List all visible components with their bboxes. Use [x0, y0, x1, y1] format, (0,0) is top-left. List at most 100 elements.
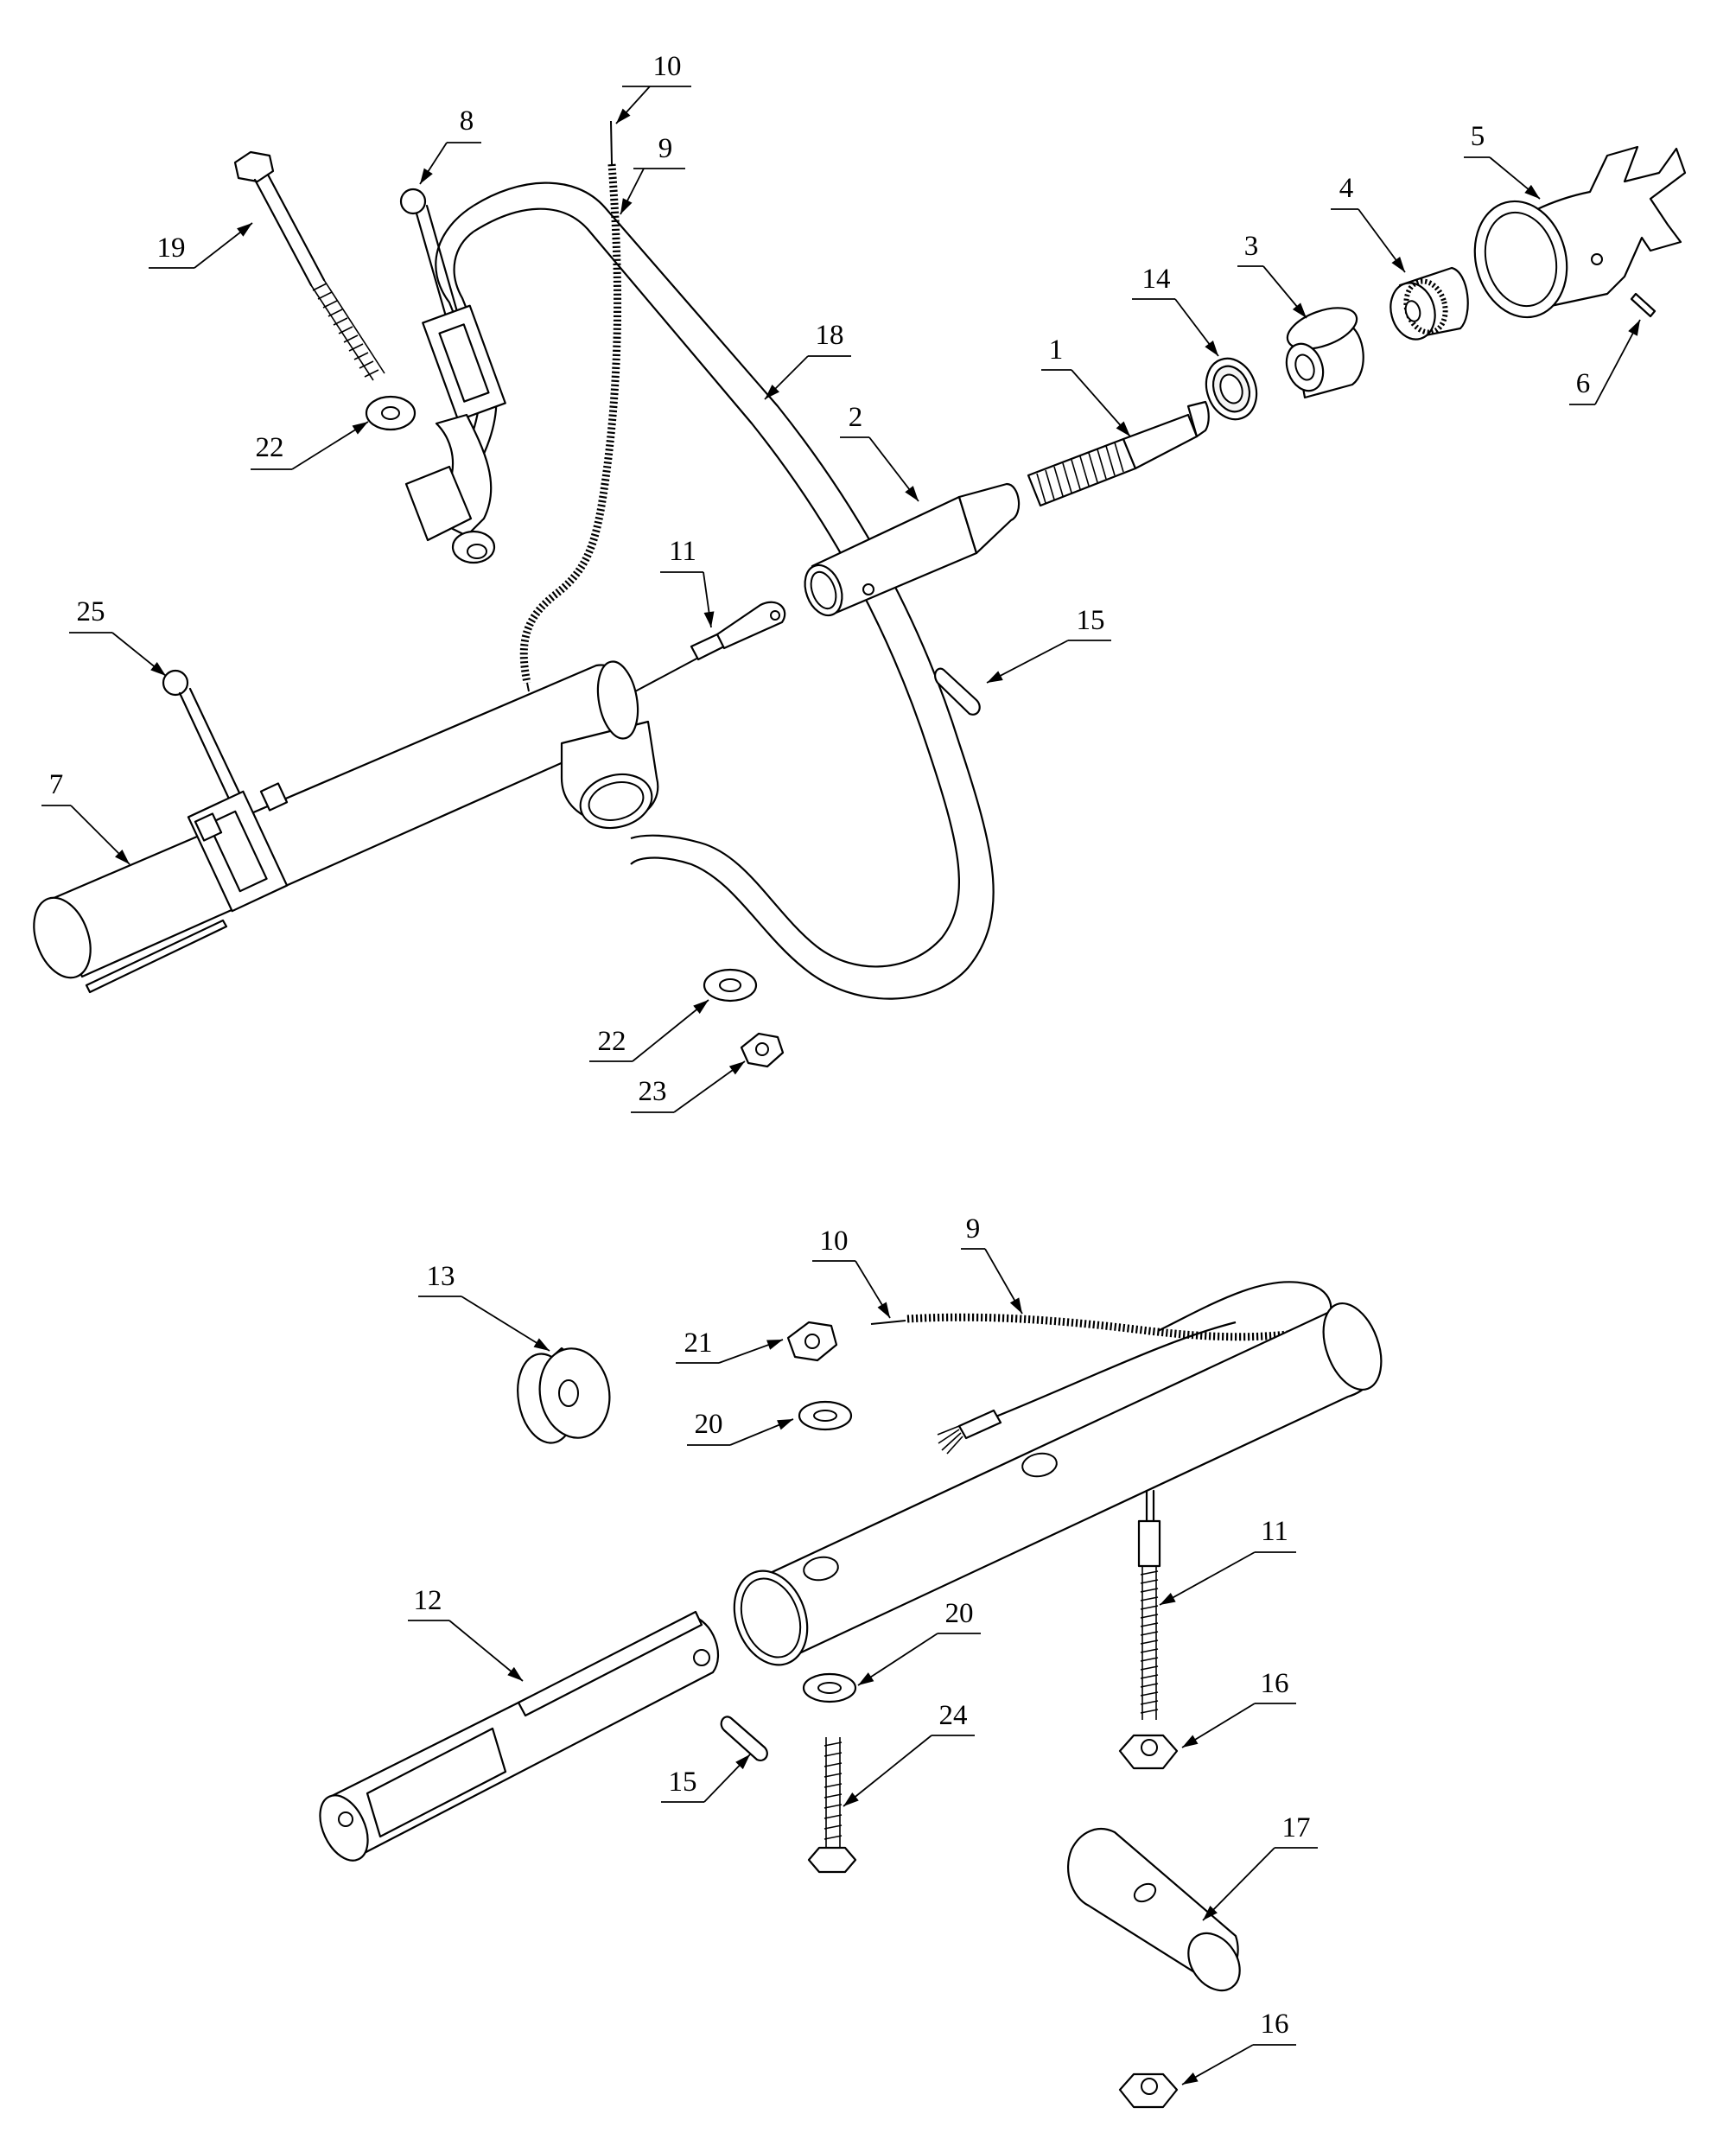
nut-part-16-lower: [1118, 2072, 1179, 2109]
callout-15: 15: [661, 1754, 751, 1803]
callout-20: 20: [687, 1409, 794, 1446]
cross-pin-part-17: [1067, 1828, 1241, 1992]
callout-4: 4: [1331, 173, 1406, 273]
callout-arrowhead: [237, 223, 252, 237]
nut-part-16-upper: [1118, 1734, 1179, 1770]
callout-18: 18: [764, 320, 851, 400]
callout-label: 19: [157, 232, 186, 264]
callout-leader-line: [448, 1620, 524, 1682]
washer-part-20-lower: [802, 1672, 857, 1703]
pin-part-15-bottom: [720, 1716, 768, 1761]
callout-leader-line: [843, 1735, 932, 1807]
callout-21: 21: [676, 1327, 784, 1364]
housing-part-2: [804, 482, 1021, 617]
callout-label: 15: [669, 1767, 697, 1798]
callout-17: 17: [1202, 1812, 1318, 1921]
callout-3: 3: [1237, 231, 1307, 319]
callout-label: 24: [939, 1700, 968, 1731]
shaft-part-1: [1027, 400, 1210, 507]
callout-arrowhead: [987, 671, 1003, 683]
callout-label: 12: [414, 1585, 442, 1616]
callout-11: 11: [1159, 1516, 1296, 1606]
callout-label: 16: [1261, 2009, 1289, 2040]
callout-10: 10: [615, 51, 691, 124]
callout-2: 2: [840, 402, 919, 502]
callout-label: 14: [1142, 264, 1171, 295]
callout-label: 4: [1339, 173, 1354, 204]
callout-arrowhead: [693, 1000, 709, 1014]
callout-10: 10: [812, 1226, 891, 1319]
washer-part-22-top: [365, 395, 417, 431]
callout-22: 22: [251, 421, 369, 470]
callout-23: 23: [631, 1060, 746, 1113]
rod-part-11-bottom: [1137, 1489, 1161, 1720]
callout-label: 13: [427, 1261, 455, 1292]
callout-8: 8: [419, 105, 481, 185]
callout-label: 23: [639, 1076, 667, 1107]
callout-11: 11: [660, 536, 715, 628]
callout-5: 5: [1464, 121, 1541, 200]
callout-leader-line: [1202, 1847, 1275, 1921]
callout-leader-line: [857, 1633, 938, 1686]
callout-label: 21: [684, 1327, 713, 1359]
washer-part-20-upper: [798, 1400, 853, 1431]
callout-arrowhead: [115, 850, 130, 864]
callout-leader-line: [1159, 1551, 1256, 1606]
tube-part-7: [33, 660, 659, 994]
callout-label: 9: [966, 1213, 981, 1245]
callout-16: 16: [1181, 1668, 1296, 1748]
slotted-shaft-part-12: [319, 1610, 720, 1862]
coiled-cable-part-9: [519, 120, 622, 692]
callout-24: 24: [843, 1700, 975, 1807]
callout-1: 1: [1041, 334, 1131, 437]
bolt-part-24: [807, 1737, 857, 1874]
callout-arrowhead: [1182, 1735, 1199, 1748]
callout-leader-line: [632, 999, 709, 1062]
callout-label: 11: [669, 536, 696, 567]
callout-arrowhead: [877, 1302, 890, 1318]
callout-9: 9: [620, 133, 685, 215]
callout-arrowhead: [1205, 341, 1218, 356]
callout-arrowhead: [728, 1061, 745, 1075]
callout-arrowhead: [1391, 256, 1405, 272]
callout-arrowhead: [858, 1672, 874, 1685]
callout-label: 17: [1282, 1812, 1311, 1843]
callout-label: 6: [1576, 368, 1591, 399]
callout-14: 14: [1132, 264, 1219, 357]
callout-leader-line: [461, 1296, 550, 1352]
callout-label: 25: [77, 596, 105, 627]
callout-label: 9: [658, 133, 673, 164]
callout-13: 13: [418, 1261, 550, 1352]
callout-label: 8: [460, 105, 474, 137]
callout-16: 16: [1181, 2009, 1296, 2085]
callout-label: 20: [695, 1409, 723, 1440]
callout-arrowhead: [843, 1792, 859, 1806]
callout-arrowhead: [420, 168, 433, 184]
callout-leader-line: [1594, 319, 1641, 405]
callout-label: 15: [1077, 605, 1105, 636]
callout-arrowhead: [1160, 1593, 1176, 1605]
callout-arrowhead: [905, 486, 919, 501]
callout-arrowhead: [1524, 184, 1540, 199]
callout-12: 12: [408, 1585, 524, 1682]
callout-arrowhead: [735, 1754, 750, 1770]
callout-arrowhead: [352, 422, 368, 435]
callout-label: 22: [256, 432, 284, 463]
callout-arrowhead: [150, 662, 166, 676]
callout-7: 7: [41, 769, 130, 865]
callout-label: 10: [653, 51, 682, 82]
bushing-part-3: [1285, 307, 1364, 399]
callout-label: 22: [598, 1026, 626, 1057]
cable-end-part-11-top: [634, 601, 786, 692]
callout-25: 25: [69, 596, 167, 677]
callout-label: 18: [816, 320, 844, 351]
callout-arrowhead: [616, 108, 631, 124]
callout-20: 20: [857, 1598, 981, 1686]
callout-label: 20: [945, 1598, 974, 1629]
bolt-part-19: [233, 150, 385, 381]
callout-label: 7: [49, 769, 64, 800]
callout-arrowhead: [1628, 320, 1640, 336]
callout-arrowhead: [777, 1419, 793, 1430]
knob-part-13: [517, 1347, 611, 1444]
